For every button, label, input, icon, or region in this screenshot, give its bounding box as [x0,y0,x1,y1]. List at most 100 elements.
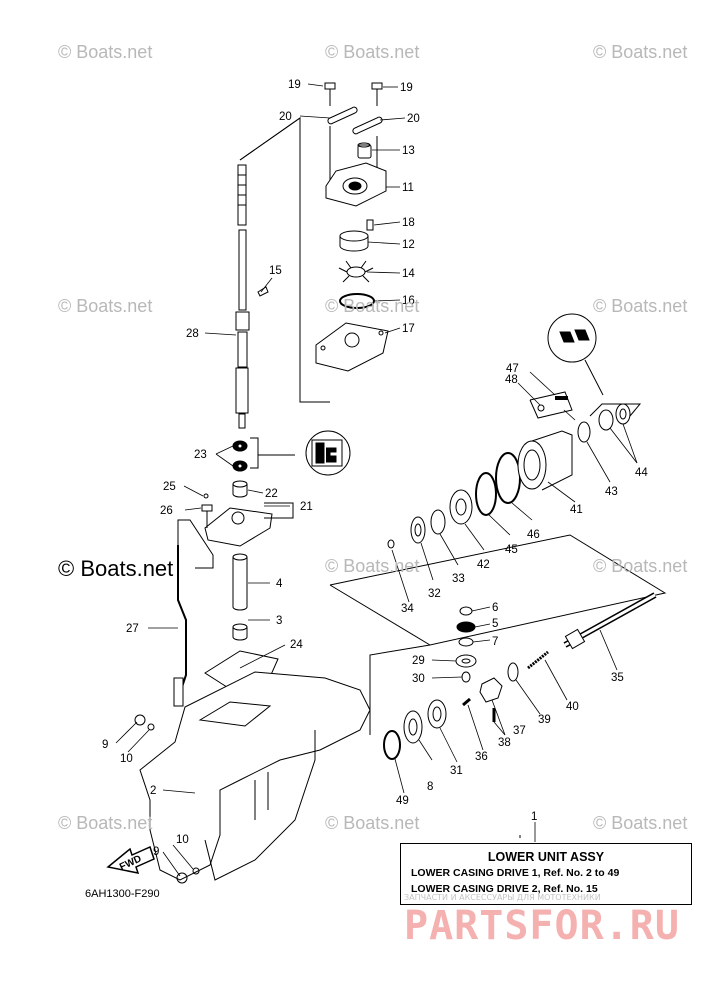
plug-9-upper [134,714,146,726]
o-ring-45 [475,472,497,516]
water-tube-4 [232,553,248,611]
callout-45: 45 [505,544,518,556]
spring-40 [527,650,549,670]
legend-box: LOWER UNIT ASSY LOWER CASING DRIVE 1, Re… [400,843,692,905]
watermark: © Boats.net [593,296,688,316]
figure-code: 6AH1300-F290 [85,888,160,900]
bearing-23 [232,440,248,472]
callout-20a: 20 [279,111,292,123]
watermark: © Boats.net [58,42,153,62]
grommet-3 [232,623,248,641]
callout-37: 37 [513,725,526,737]
callout-19a: 19 [288,79,301,91]
washer-6 [459,606,473,616]
watermark: © Boats.net [325,296,420,316]
callout-27: 27 [126,623,139,635]
washer-48 [537,404,545,412]
shift-rod-joint [173,677,184,707]
callout-48: 48 [505,374,518,386]
callout-28: 28 [186,328,199,340]
pinion-32 [410,516,426,544]
callout-15: 15 [269,265,282,277]
drive-shaft [235,164,250,429]
callout-46: 46 [527,529,540,541]
callout-20b: 20 [407,113,420,125]
watermark: © Boats.net [325,813,420,833]
callout-38: 38 [498,737,511,749]
o-ring-46 [495,452,521,504]
callout-43: 43 [605,486,618,498]
legend-title: LOWER UNIT ASSY [487,850,605,864]
watermark: © Boats.net [325,556,420,576]
bolt-19-right [371,82,383,106]
legend-line-1: LOWER CASING DRIVE 1, Ref. No. 2 to 49 [411,867,620,879]
callout-6: 6 [492,602,498,614]
bushing-22 [232,480,248,498]
shim-33 [430,509,446,535]
seller-caption: ЗАПЧАСТИ И АКСЕССУАРЫ ДЛЯ МОТОТЕХНИКИ [404,893,601,902]
circlip-34 [387,539,395,549]
callout-19b: 19 [400,82,413,94]
callout-13: 13 [402,145,415,157]
callout-numbers: 19 19 20 20 13 11 18 12 14 15 16 17 28 2… [102,79,648,873]
oil-seal-43 [577,421,591,443]
shim-5 [456,621,476,633]
callout-29: 29 [412,655,425,667]
watermark: © Boats.net [58,296,153,316]
callout-36: 36 [475,751,488,763]
plug-9-lower [176,872,188,884]
callout-3: 3 [276,615,282,627]
callout-24: 24 [290,639,303,651]
callout-41: 41 [570,504,583,516]
callout-8: 8 [427,781,433,793]
thread-lock-icon [547,313,597,363]
callout-10b: 10 [176,834,189,846]
bolt-19-left [324,82,336,106]
callout-7: 7 [492,636,498,648]
watermark: © Boats.net [58,813,153,833]
callout-22: 22 [265,488,278,500]
callout-33: 33 [452,573,465,585]
legend-line-2: LOWER CASING DRIVE 2, Ref. No. 15 [411,883,598,895]
pin-18 [366,219,374,231]
callout-23: 23 [194,449,207,461]
shim-49 [383,730,401,760]
reverse-gear-29 [455,654,477,668]
callout-9a: 9 [102,739,108,751]
plate-20-left [327,106,358,125]
watermark: © Boats.net [325,42,420,62]
callout-44: 44 [635,467,648,479]
seller-logo[interactable]: PARTSFOR.RU [404,903,680,949]
callout-18: 18 [402,217,415,229]
grease-icon [305,430,351,476]
leader-lines [115,83,638,877]
shaft-box-top [239,117,301,161]
callout-10a: 10 [120,753,133,765]
washer-25 [203,493,209,499]
callout-12: 12 [402,239,415,251]
bolt-26 [201,504,213,528]
pump-housing-11 [325,162,387,207]
callout-40: 40 [566,701,579,713]
propeller-shaft-housing-41 [517,430,573,491]
shift-rod-27 [177,545,187,688]
callout-30: 30 [412,673,425,685]
bearing-42 [449,489,473,525]
callout-17: 17 [402,323,415,335]
outer-plate-17 [315,322,389,372]
washer-7 [458,637,474,647]
callout-34: 34 [401,603,414,615]
callout-35: 35 [611,672,624,684]
callout-5: 5 [492,618,498,630]
forward-gear-31 [427,699,447,729]
watermark: © Boats.net [593,42,688,62]
insert-cartridge-12 [339,230,369,252]
callout-21: 21 [300,501,313,513]
ring-39 [507,662,519,682]
callout-1: 1 [531,811,537,823]
callout-47: 47 [506,363,519,375]
gear-box-outline [329,534,667,646]
nut-30 [461,671,471,683]
